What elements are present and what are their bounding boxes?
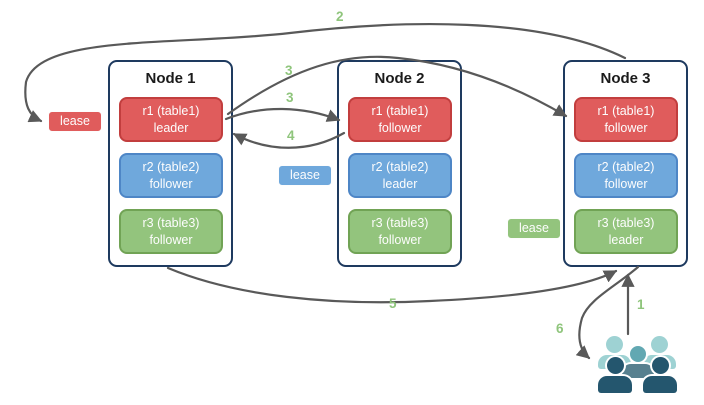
step-label-4: 4 bbox=[287, 128, 295, 143]
node2-replica-r2: r2 (table2) leader bbox=[348, 153, 452, 198]
node-3-title: Node 3 bbox=[600, 70, 651, 87]
step-label-6: 6 bbox=[556, 321, 564, 336]
replica-name: r2 (table2) bbox=[371, 160, 429, 175]
node-3-panel: Node 3 r1 (table1) follower r2 (table2) … bbox=[563, 60, 688, 267]
replica-name: r1 (table1) bbox=[142, 104, 200, 119]
node3-replica-r3: r3 (table3) leader bbox=[574, 209, 678, 254]
replica-name: r2 (table2) bbox=[597, 160, 655, 175]
node-2-title: Node 2 bbox=[374, 70, 425, 87]
lease-badge-table3: lease bbox=[507, 218, 561, 239]
node-2-panel: Node 2 r1 (table1) follower r2 (table2) … bbox=[337, 60, 462, 267]
replica-role: follower bbox=[378, 120, 422, 135]
replica-name: r2 (table2) bbox=[142, 160, 200, 175]
replica-name: r3 (table3) bbox=[371, 216, 429, 231]
replica-name: r3 (table3) bbox=[142, 216, 200, 231]
step-label-2: 2 bbox=[336, 9, 344, 24]
replica-role: leader bbox=[153, 120, 189, 135]
replica-role: leader bbox=[382, 176, 418, 191]
replica-role: follower bbox=[604, 120, 648, 135]
step-label-5: 5 bbox=[389, 296, 397, 311]
node3-replica-r1: r1 (table1) follower bbox=[574, 97, 678, 142]
lease-badge-table1: lease bbox=[48, 111, 102, 132]
replica-role: follower bbox=[378, 232, 422, 247]
node-1-panel: Node 1 r1 (table1) leader r2 (table2) fo… bbox=[108, 60, 233, 267]
replica-name: r1 (table1) bbox=[597, 104, 655, 119]
arrow-step-3-node1-to-node2 bbox=[224, 107, 341, 122]
replica-role: leader bbox=[608, 232, 644, 247]
node2-replica-r3: r3 (table3) follower bbox=[348, 209, 452, 254]
step-label-3a: 3 bbox=[285, 63, 293, 78]
lease-badge-table2: lease bbox=[278, 165, 332, 186]
replica-name: r3 (table3) bbox=[597, 216, 655, 231]
replica-role: follower bbox=[149, 232, 193, 247]
person-front-left-icon bbox=[596, 336, 688, 398]
replica-name: r1 (table1) bbox=[371, 104, 429, 119]
person-front-right-icon bbox=[596, 336, 688, 398]
step-label-1: 1 bbox=[637, 297, 645, 312]
replica-role: follower bbox=[149, 176, 193, 191]
node3-replica-r2: r2 (table2) follower bbox=[574, 153, 678, 198]
clients-group-icon bbox=[596, 336, 688, 398]
node1-replica-r1: r1 (table1) leader bbox=[119, 97, 223, 142]
node1-replica-r2: r2 (table2) follower bbox=[119, 153, 223, 198]
step-label-3b: 3 bbox=[286, 90, 294, 105]
node1-replica-r3: r3 (table3) follower bbox=[119, 209, 223, 254]
node-1-title: Node 1 bbox=[145, 70, 196, 87]
node2-replica-r1: r1 (table1) follower bbox=[348, 97, 452, 142]
replica-role: follower bbox=[604, 176, 648, 191]
